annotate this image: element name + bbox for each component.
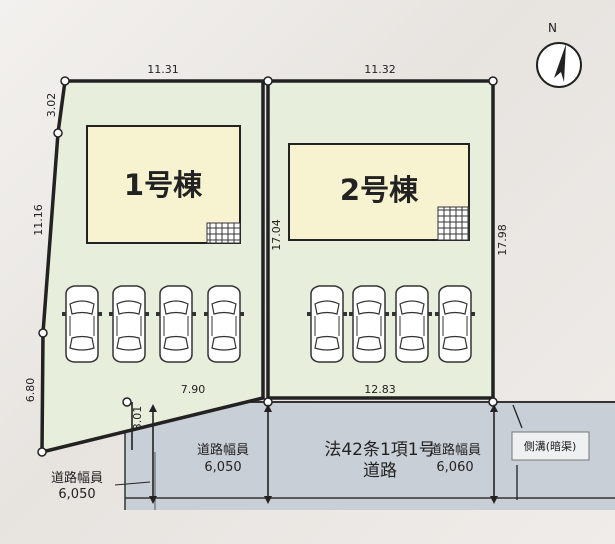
road-width-2-value: 6,060 [436, 460, 473, 475]
gutter-label-box [511, 431, 590, 461]
dim-lot1-bottom: 7.90 [181, 383, 206, 396]
gutter-label: 側溝(暗渠) [524, 439, 577, 453]
road-width-1-label: 道路幅員 [197, 442, 249, 458]
compass-label: N [548, 21, 557, 35]
building-1-stairs [206, 222, 241, 244]
corner-markers [37, 76, 498, 457]
dim-lot1-top-left: 3.02 [45, 93, 58, 118]
road-width-3-value: 6,050 [58, 487, 95, 502]
dim-lot2-right: 17.98 [496, 224, 509, 256]
lot-1-name: 1号棟 [124, 168, 203, 202]
road-title-line1: 法42条1項1号 [324, 440, 435, 460]
road-width-3-leader [114, 481, 151, 486]
dim-road-setback: 3.01 [131, 406, 144, 431]
dim-lot1-left-lower: 6.80 [24, 378, 37, 403]
dim-lot2-top: 11.32 [364, 63, 396, 76]
lot-2-name: 2号棟 [340, 173, 419, 207]
dim-lot2-bottom: 12.83 [364, 383, 396, 396]
north-arrow-icon [536, 42, 582, 88]
building-2-stairs [437, 206, 470, 241]
dim-lot1-top: 11.31 [147, 63, 179, 76]
gutter-markers [512, 404, 523, 500]
road-width-3-label: 道路幅員 [51, 470, 103, 486]
road-width-2-label: 道路幅員 [429, 442, 481, 458]
dim-lot2-left: 17.04 [270, 219, 283, 251]
road-width-1-value: 6,050 [204, 460, 241, 475]
road-title-line2: 道路 [363, 461, 397, 481]
dim-lot1-left-upper: 11.16 [32, 204, 45, 236]
road-width-arrows [131, 402, 498, 504]
